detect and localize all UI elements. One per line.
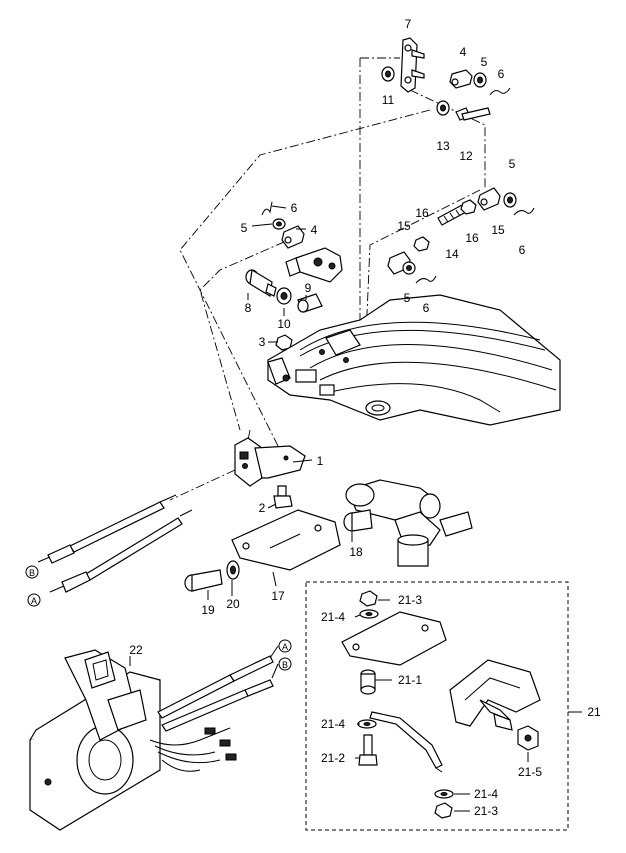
svg-text:B: B (29, 568, 35, 578)
callout-15-right: 15 (491, 223, 505, 237)
cable-joint-15-right (477, 187, 501, 211)
nut-21-3-bottom (434, 802, 453, 819)
marker-a-right: A (278, 639, 292, 653)
callout-6-mid: 6 (423, 301, 430, 315)
bushing-21-1 (360, 669, 376, 695)
callout-16-left: 16 (415, 206, 429, 220)
nut-16-right (460, 199, 477, 215)
marker-leader-a (269, 645, 279, 659)
shift-lever (285, 247, 343, 283)
cable-joint-4-left (281, 225, 305, 249)
washer-21-4-bottom (434, 789, 454, 799)
nut-16-left (413, 236, 430, 252)
callout-14: 14 (445, 247, 459, 261)
callout-21-5: 21-5 (518, 765, 542, 779)
washer-21-4-top (359, 609, 379, 619)
bushing-18 (343, 509, 373, 532)
marker-a-left: A (27, 593, 41, 607)
washer-5-mid (402, 261, 416, 275)
callout-5-left: 5 (241, 221, 248, 235)
callout-5-mid: 5 (404, 291, 411, 305)
callout-20: 20 (226, 597, 240, 611)
callout-4-left: 4 (311, 223, 318, 237)
callout-1: 1 (317, 454, 324, 468)
clip-6-top (489, 87, 511, 96)
svg-text:B: B (282, 660, 288, 670)
callout-12: 12 (459, 149, 473, 163)
nut-21-3-top (359, 590, 378, 607)
kit-21-box (305, 581, 569, 831)
link-plate-7 (400, 37, 425, 93)
callout-21-3-bottom: 21-3 (474, 804, 498, 818)
callout-3: 3 (259, 335, 266, 349)
callout-5-top: 5 (481, 55, 488, 69)
callout-6-top: 6 (498, 67, 505, 81)
callout-11: 11 (382, 93, 395, 107)
washer-11 (381, 66, 395, 82)
washer-21-4-mid (357, 719, 377, 729)
bolt-21-2 (358, 734, 378, 766)
bolt-2 (273, 485, 293, 509)
callout-17: 17 (271, 589, 285, 603)
washer-20 (226, 560, 240, 580)
callout-13: 13 (436, 139, 450, 153)
link-rod-21 (369, 711, 443, 773)
callout-8: 8 (245, 301, 252, 315)
bolt-12 (455, 107, 491, 121)
cable-joint-4-top (449, 69, 473, 89)
marker-leader-b (271, 663, 279, 679)
cable-b (37, 494, 177, 564)
remote-cables (149, 655, 274, 772)
leader-lines (129, 205, 529, 812)
washer-5-right (503, 192, 517, 208)
bushing-9 (297, 293, 323, 313)
callout-21-4-mid: 21-4 (321, 717, 345, 731)
plate-21 (341, 611, 447, 666)
callout-22: 22 (129, 643, 143, 657)
callout-7: 7 (405, 17, 412, 31)
cover-21 (449, 659, 541, 731)
nut-21-5 (517, 725, 539, 751)
callout-6-left: 6 (291, 201, 298, 215)
callout-18: 18 (349, 545, 363, 559)
svg-text:A: A (282, 642, 288, 652)
callout-19: 19 (201, 603, 215, 617)
callout-15-left: 15 (397, 219, 411, 233)
bolt-8 (245, 269, 277, 297)
clip-6-mid (415, 275, 437, 284)
callout-21-3-top: 21-3 (398, 593, 422, 607)
clip-6-left (261, 201, 273, 216)
clip-6-right (513, 207, 535, 216)
marker-b-left: B (25, 565, 39, 579)
washer-5-left (272, 218, 286, 230)
washer-5-top (473, 72, 487, 88)
callout-6-right: 6 (519, 243, 526, 257)
bolt-19 (184, 569, 223, 592)
callout-2: 2 (259, 501, 266, 515)
engine-bracket-housing (267, 294, 561, 426)
cable-a (49, 509, 193, 593)
callout-21-2: 21-2 (321, 751, 345, 765)
callout-21-4-bottom: 21-4 (474, 787, 498, 801)
callout-21: 21 (587, 705, 601, 719)
svg-text:A: A (31, 596, 37, 606)
callout-9: 9 (305, 281, 312, 295)
callout-4-top: 4 (460, 45, 467, 59)
callout-10: 10 (277, 317, 291, 331)
washer-13 (436, 100, 450, 116)
callout-21-1: 21-1 (398, 673, 422, 687)
bracket-1 (234, 437, 306, 487)
plate-17 (231, 509, 341, 571)
callout-21-4-top: 21-4 (321, 610, 345, 624)
callout-labels: 7 4 5 6 11 13 12 5 6 5 4 16 15 16 15 6 1… (129, 17, 601, 818)
rod-14 (437, 204, 467, 226)
remote-control-box-22 (29, 649, 161, 831)
callout-5-right: 5 (509, 157, 516, 171)
marker-b-right: B (278, 657, 292, 671)
washer-10 (276, 287, 292, 305)
callout-16-right: 16 (465, 231, 479, 245)
